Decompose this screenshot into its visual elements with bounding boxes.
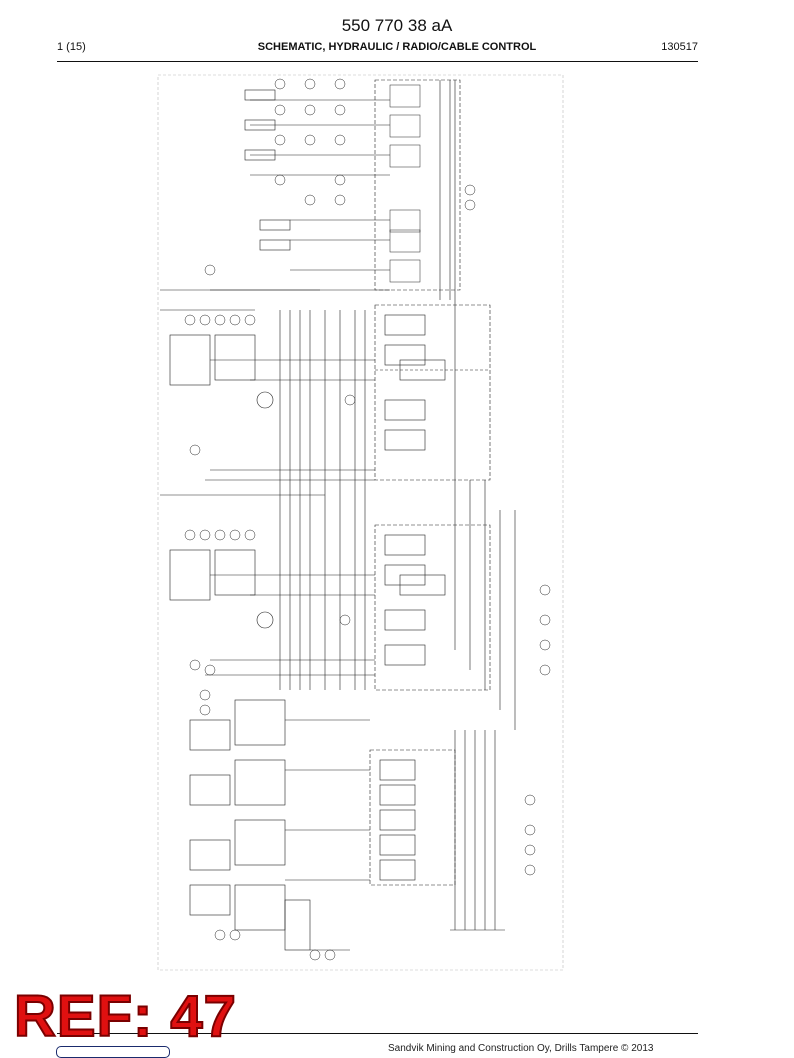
bus-lines [279,300,516,730]
copyright-text: Sandvik Mining and Construction Oy, Dril… [388,1043,654,1054]
hydraulic-schematic [157,74,564,971]
sheet-title: SCHEMATIC, HYDRAULIC / RADIO/CABLE CONTR… [257,41,537,53]
date-code: 130517 [661,41,698,53]
ref-watermark: REF: 47 [13,984,237,1049]
pump-motor-lower [160,494,375,676]
lower-manifold-block [369,730,505,931]
upper-valve-block [204,78,476,300]
callout-circles [184,314,551,961]
track-right-block [374,304,491,481]
schematic-frame [157,74,564,971]
pump-motor-upper [160,289,375,481]
document-number: 550 770 38 aA [341,16,453,35]
track-left-block [374,524,491,691]
footer-rule [57,1033,698,1034]
sandvik-logo [56,1046,170,1058]
lower-control-valves [189,699,370,951]
header-rule [57,61,698,62]
page-count: 1 (15) [57,41,86,53]
